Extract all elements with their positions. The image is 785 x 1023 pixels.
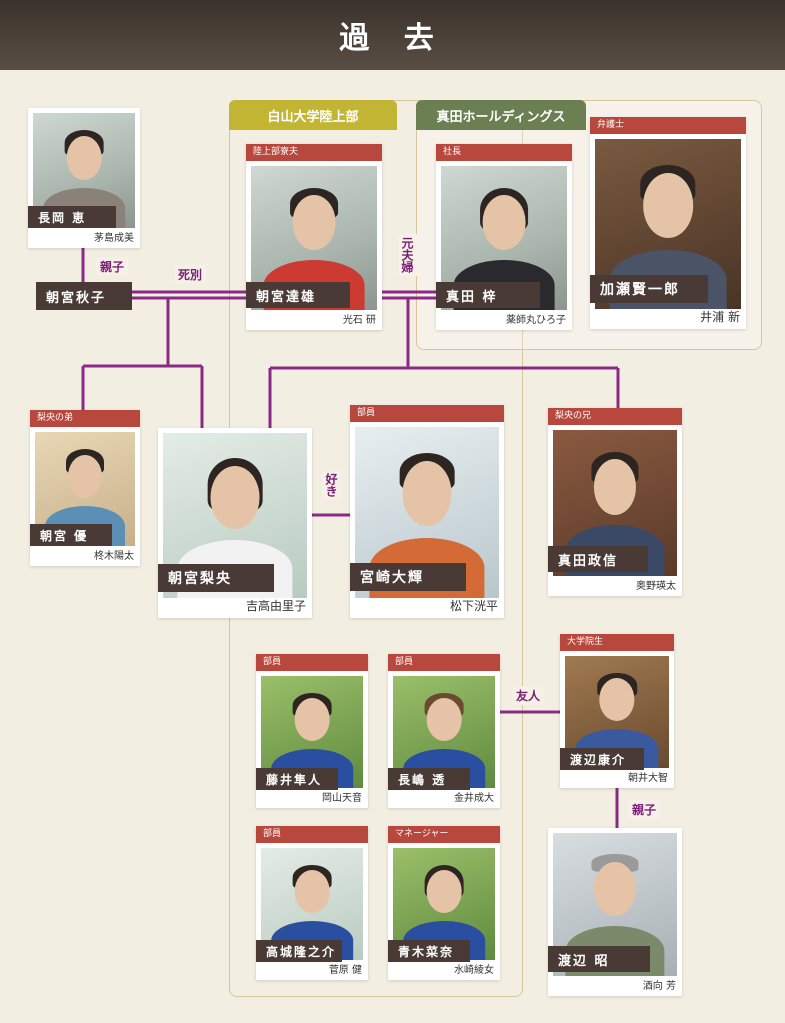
- group-tab-hakusan: 白山大学陸上部: [229, 100, 397, 130]
- name-plate: 真田 梓: [436, 282, 540, 308]
- name-plate: 真田政信: [548, 546, 648, 572]
- actor-name: 光石 研: [342, 315, 376, 326]
- actor-name: 水崎綾女: [454, 965, 494, 976]
- actor-name: 薬師丸ひろ子: [506, 315, 566, 326]
- person-card-yu[interactable]: 梨央の弟 朝宮 優 柊木陽太: [30, 410, 140, 566]
- person-card-tatsuo[interactable]: 陸上部寮夫 朝宮達雄 光石 研: [246, 144, 382, 330]
- role-label: 社長: [436, 144, 572, 161]
- actor-name: 吉高由里子: [245, 599, 306, 613]
- group-tab-mada: 真田ホールディングス: [416, 100, 586, 130]
- name-plate: 藤井隼人: [256, 768, 338, 790]
- role-label: 部員: [350, 405, 504, 422]
- person-card-nagashima[interactable]: 部員 長嶋 透 金井成大: [388, 654, 500, 808]
- name-plate: 青木菜奈: [388, 940, 470, 962]
- person-card-akira[interactable]: 渡辺 昭 酒向 芳: [548, 828, 682, 996]
- person-card-daiki[interactable]: 部員 宮崎大輝 松下洸平: [350, 405, 504, 618]
- person-card-megumi[interactable]: 長岡 恵 茅島成美: [28, 108, 140, 248]
- actor-name: 菅原 健: [328, 965, 362, 976]
- relation-label-deceased: 死別: [174, 265, 207, 284]
- relation-label-parent-child-2: 親子: [628, 800, 661, 819]
- name-plate: 加瀬賢一郎: [590, 275, 708, 303]
- role-label: 部員: [388, 654, 500, 671]
- person-card-rio[interactable]: 朝宮梨央 吉高由里子: [158, 428, 312, 618]
- relation-label-love: 好き: [322, 470, 341, 500]
- person-card-takagi[interactable]: 部員 高城隆之介 菅原 健: [256, 826, 368, 980]
- name-plate: 長嶋 透: [388, 768, 470, 790]
- relation-label-parent-child: 親子: [96, 257, 129, 276]
- person-card-aoki[interactable]: マネージャー 青木菜奈 水崎綾女: [388, 826, 500, 980]
- name-plate: 朝宮 優: [30, 524, 112, 546]
- name-plate: 渡辺康介: [560, 748, 644, 770]
- actor-name: 岡山天音: [322, 793, 362, 804]
- name-plate: 朝宮梨央: [158, 564, 274, 592]
- person-card-kase[interactable]: 弁護士 加瀬賢一郎 井浦 新: [590, 117, 746, 329]
- role-label: 陸上部寮夫: [246, 144, 382, 161]
- role-label: 大学院生: [560, 634, 674, 651]
- page-title: 過 去: [0, 0, 785, 70]
- person-card-kosuke[interactable]: 大学院生 渡辺康介 朝井大智: [560, 634, 674, 788]
- actor-name: 茅島成美: [94, 233, 134, 244]
- role-label: 梨央の弟: [30, 410, 140, 427]
- relation-label-ex-spouse: 元夫婦: [398, 234, 417, 276]
- actor-name: 酒向 芳: [642, 981, 676, 992]
- person-card-fujii[interactable]: 部員 藤井隼人 岡山天音: [256, 654, 368, 808]
- role-label: 部員: [256, 826, 368, 843]
- actor-name: 奥野瑛太: [636, 581, 676, 592]
- actor-name: 井浦 新: [700, 310, 740, 324]
- name-plate: 高城隆之介: [256, 940, 342, 962]
- actor-name: 柊木陽太: [94, 551, 134, 562]
- person-card-masanobu[interactable]: 梨央の兄 真田政信 奥野瑛太: [548, 408, 682, 596]
- role-label: 弁護士: [590, 117, 746, 134]
- role-label: マネージャー: [388, 826, 500, 843]
- actor-name: 金井成大: [454, 793, 494, 804]
- name-plate: 朝宮達雄: [246, 282, 350, 308]
- role-label: 梨央の兄: [548, 408, 682, 425]
- role-label: 部員: [256, 654, 368, 671]
- actor-name: 朝井大智: [628, 773, 668, 784]
- name-plate: 長岡 恵: [28, 206, 116, 228]
- name-plate: 渡辺 昭: [548, 946, 650, 972]
- relation-label-friend: 友人: [512, 686, 545, 705]
- person-akiko[interactable]: 朝宮秋子: [36, 282, 132, 310]
- person-card-azusa[interactable]: 社長 真田 梓 薬師丸ひろ子: [436, 144, 572, 330]
- person-photo: [565, 656, 669, 768]
- name-plate: 宮崎大輝: [350, 563, 466, 591]
- actor-name: 松下洸平: [449, 599, 498, 613]
